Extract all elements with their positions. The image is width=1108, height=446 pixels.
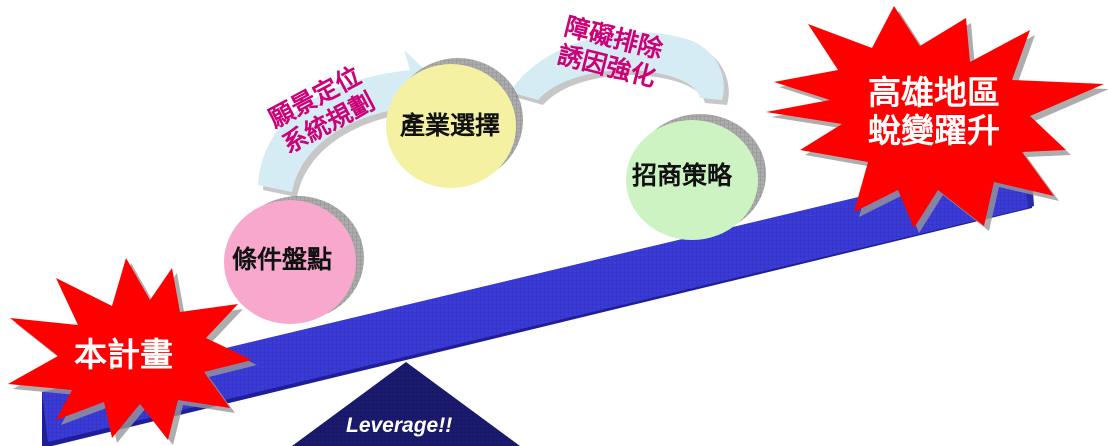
lever-beam xyxy=(42,158,1034,446)
step-label-industry: 產業選擇 xyxy=(400,111,501,140)
goal-star-label: 高雄地區 蛻變躍升 xyxy=(868,74,1000,150)
start-star-label: 本計畫 xyxy=(74,335,173,374)
step-circle-industry xyxy=(386,58,523,188)
step-circle-investment xyxy=(626,114,766,240)
goal-star-line2: 蛻變躍升 xyxy=(868,110,1000,150)
goal-star xyxy=(766,6,1108,233)
goal-star-line1: 高雄地區 xyxy=(868,73,1000,112)
fulcrum-label: Leverage!! xyxy=(346,414,453,437)
start-star xyxy=(8,258,257,445)
fulcrum xyxy=(292,362,520,446)
step-circle-conditions xyxy=(224,196,364,324)
step-label-investment: 招商策略 xyxy=(632,161,733,190)
step-label-conditions: 條件盤點 xyxy=(232,245,333,274)
arrow-barrier-incentive xyxy=(510,32,729,105)
